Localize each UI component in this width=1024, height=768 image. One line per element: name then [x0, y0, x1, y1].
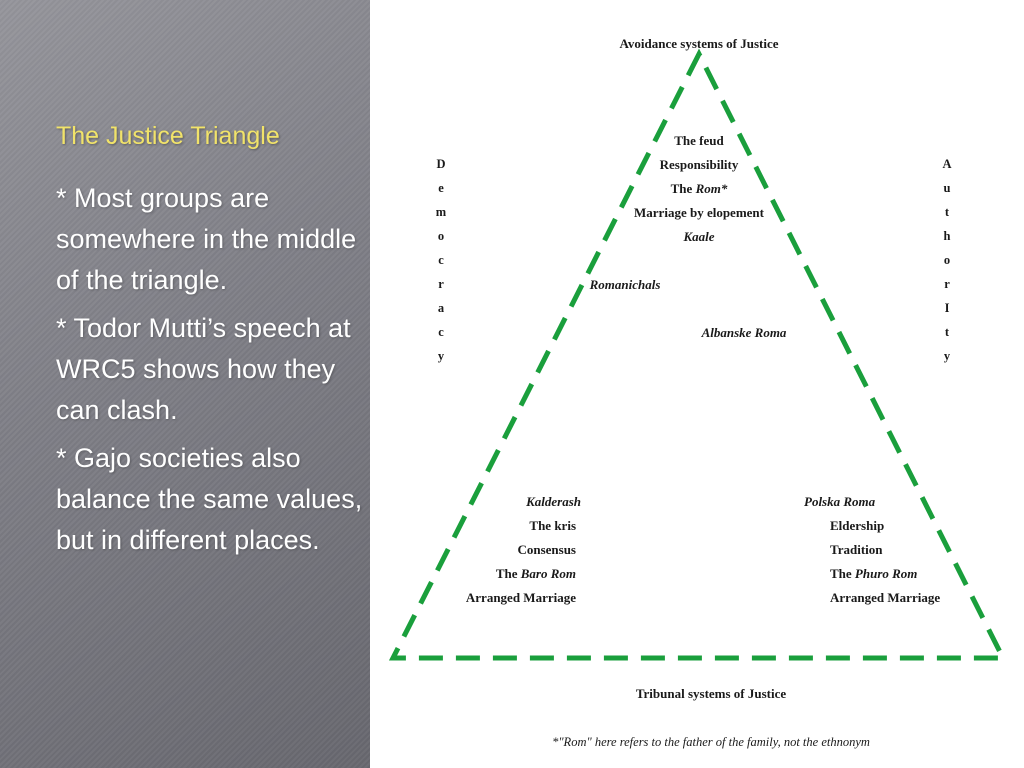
group-name: Polska Roma	[804, 494, 876, 509]
axis-letter: t	[945, 325, 950, 339]
bullet-item: * Most groups are somewhere in the middl…	[56, 183, 357, 295]
group-item-prefix: The	[496, 566, 521, 581]
axis-letter: a	[438, 301, 445, 315]
group-item: The kris	[529, 518, 576, 533]
triangle-outline	[388, 48, 1008, 661]
axis-letter: e	[438, 181, 444, 195]
bullet-list: * Most groups are somewhere in the middl…	[56, 178, 376, 568]
axis-letter: y	[438, 349, 445, 363]
triangle-svg: Avoidance systems of Justice The feud Re…	[388, 36, 1008, 749]
axis-letter: o	[438, 229, 444, 243]
group-item-prefix: The	[830, 566, 855, 581]
bullet-item: * Gajo societies also balance the same v…	[56, 443, 363, 555]
item-the-rom-italic: Rom*	[695, 181, 728, 196]
axis-letter: t	[945, 205, 950, 219]
group-item-italic: Phuro Rom	[855, 566, 918, 581]
item-feud: The feud	[674, 133, 724, 148]
slide-title: The Justice Triangle	[56, 122, 280, 150]
item-marriage-elopement: Marriage by elopement	[634, 205, 765, 220]
axis-letter: y	[944, 349, 951, 363]
item-responsibility: Responsibility	[660, 157, 739, 172]
top-label: Avoidance systems of Justice	[620, 36, 779, 51]
axis-letter: c	[438, 325, 444, 339]
democracy-axis: D e m o c r a c y	[436, 157, 447, 363]
bullet-item: * Todor Mutti’s speech at WRC5 shows how…	[56, 313, 351, 425]
group-item: Eldership	[830, 518, 884, 533]
item-romanichals: Romanichals	[589, 277, 661, 292]
item-the-rom-prefix: The	[671, 181, 696, 196]
axis-letter: u	[944, 181, 951, 195]
item-the-rom: The Rom*	[671, 181, 728, 196]
authority-axis: A u t h o r I t y	[942, 157, 951, 363]
group-name: Kalderash	[525, 494, 581, 509]
footnote: *"Rom" here refers to the father of the …	[552, 735, 870, 749]
axis-letter: r	[944, 277, 950, 291]
group-item: The Phuro Rom	[830, 566, 917, 581]
item-albanske-roma: Albanske Roma	[701, 325, 787, 340]
axis-letter: D	[436, 157, 445, 171]
group-item-italic: Baro Rom	[520, 566, 576, 581]
item-kaale: Kaale	[682, 229, 714, 244]
kalderash-group: Kalderash The kris Consensus The Baro Ro…	[466, 494, 581, 605]
axis-letter: o	[944, 253, 950, 267]
group-item: Arranged Marriage	[830, 590, 940, 605]
group-item: Consensus	[517, 542, 576, 557]
group-item: Tradition	[830, 542, 883, 557]
axis-letter: m	[436, 205, 447, 219]
axis-letter: h	[944, 229, 951, 243]
slide-left-panel: The Justice Triangle * Most groups are s…	[0, 0, 370, 768]
axis-letter: c	[438, 253, 444, 267]
justice-triangle-diagram: Avoidance systems of Justice The feud Re…	[370, 0, 1024, 768]
bottom-label: Tribunal systems of Justice	[636, 686, 787, 701]
axis-letter: r	[438, 277, 444, 291]
axis-letter: I	[945, 301, 950, 315]
polska-roma-group: Polska Roma Eldership Tradition The Phur…	[804, 494, 940, 605]
group-item: Arranged Marriage	[466, 590, 576, 605]
axis-letter: A	[942, 157, 951, 171]
group-item: The Baro Rom	[496, 566, 576, 581]
